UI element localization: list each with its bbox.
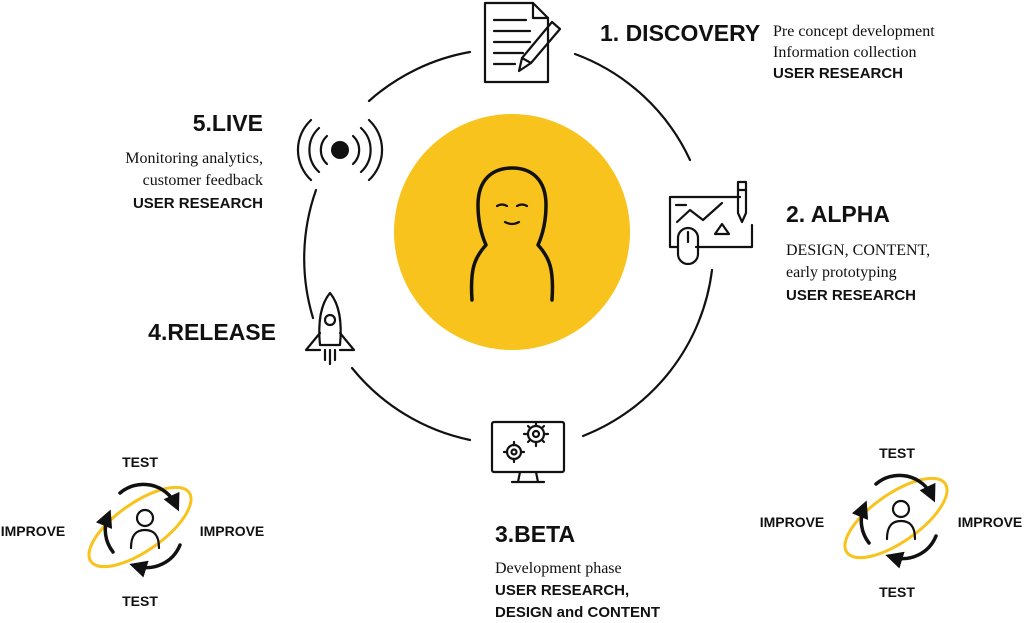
beta-user-research: USER RESEARCH, [495,582,629,599]
alpha-line-1: DESIGN, CONTENT, [786,242,930,259]
live-user-research: USER RESEARCH [133,195,263,212]
alpha-user-research: USER RESEARCH [786,287,916,304]
right-loop-test-bottom: TEST [879,584,915,600]
rocket-icon [304,291,356,366]
left-loop-improve-right: IMPROVE [200,523,265,539]
discovery-line-2: Information collection [773,44,917,61]
test-improve-cycle-icon [87,482,193,578]
alpha-line-2: early prototyping [786,264,897,281]
person-head-icon [469,166,555,302]
center-disc [394,114,630,350]
stage-title-discovery: 1. DISCOVERY [600,20,760,46]
broadcast-signal-icon [296,118,384,182]
right-loop-improve-left: IMPROVE [760,514,825,530]
test-improve-cycle-icon [843,473,949,569]
left-loop-improve-left: IMPROVE [1,523,66,539]
left-loop-test-bottom: TEST [122,593,158,609]
stage-title-live: 5.LIVE [193,110,263,136]
right-loop-test-top: TEST [879,445,915,461]
document-pen-icon [483,1,562,84]
discovery-line-1: Pre concept development [773,23,935,40]
beta-design-content: DESIGN and CONTENT [495,604,660,621]
stage-title-alpha: 2. ALPHA [786,201,890,227]
design-board-mouse-icon [668,180,754,266]
lifecycle-ring [303,50,714,442]
stage-title-release: 4.RELEASE [148,319,276,345]
beta-line-1: Development phase [495,560,622,577]
left-loop-test-top: TEST [122,454,158,470]
stage-title-beta: 3.BETA [495,521,575,547]
live-line-2: customer feedback [143,172,263,189]
discovery-user-research: USER RESEARCH [773,65,903,82]
live-line-1: Monitoring analytics, [125,150,263,167]
right-loop-improve-right: IMPROVE [958,514,1023,530]
monitor-gears-icon [490,420,566,484]
